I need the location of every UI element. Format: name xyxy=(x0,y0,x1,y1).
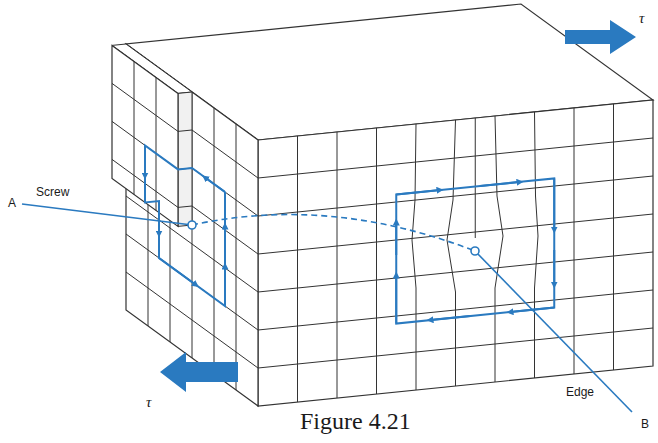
dislocation-core xyxy=(188,221,196,229)
shear-arrow xyxy=(565,20,636,54)
burgers-circuit xyxy=(145,145,225,306)
dislocation-line xyxy=(22,204,632,412)
burgers-circuit xyxy=(396,178,554,323)
stress-symbol: τ xyxy=(146,394,151,411)
point-label: B xyxy=(641,418,649,432)
extra-half-plane xyxy=(475,118,476,238)
right-face xyxy=(258,100,653,406)
point-label: A xyxy=(8,197,16,211)
screw-step xyxy=(112,44,192,226)
dislocation-label: Edge xyxy=(566,386,594,400)
figure-caption: Figure 4.21 xyxy=(300,408,411,436)
stress-symbol: τ xyxy=(639,10,644,27)
dislocation-label: Screw xyxy=(36,186,69,200)
shear-arrow xyxy=(160,352,238,392)
dislocation-core xyxy=(471,247,479,255)
